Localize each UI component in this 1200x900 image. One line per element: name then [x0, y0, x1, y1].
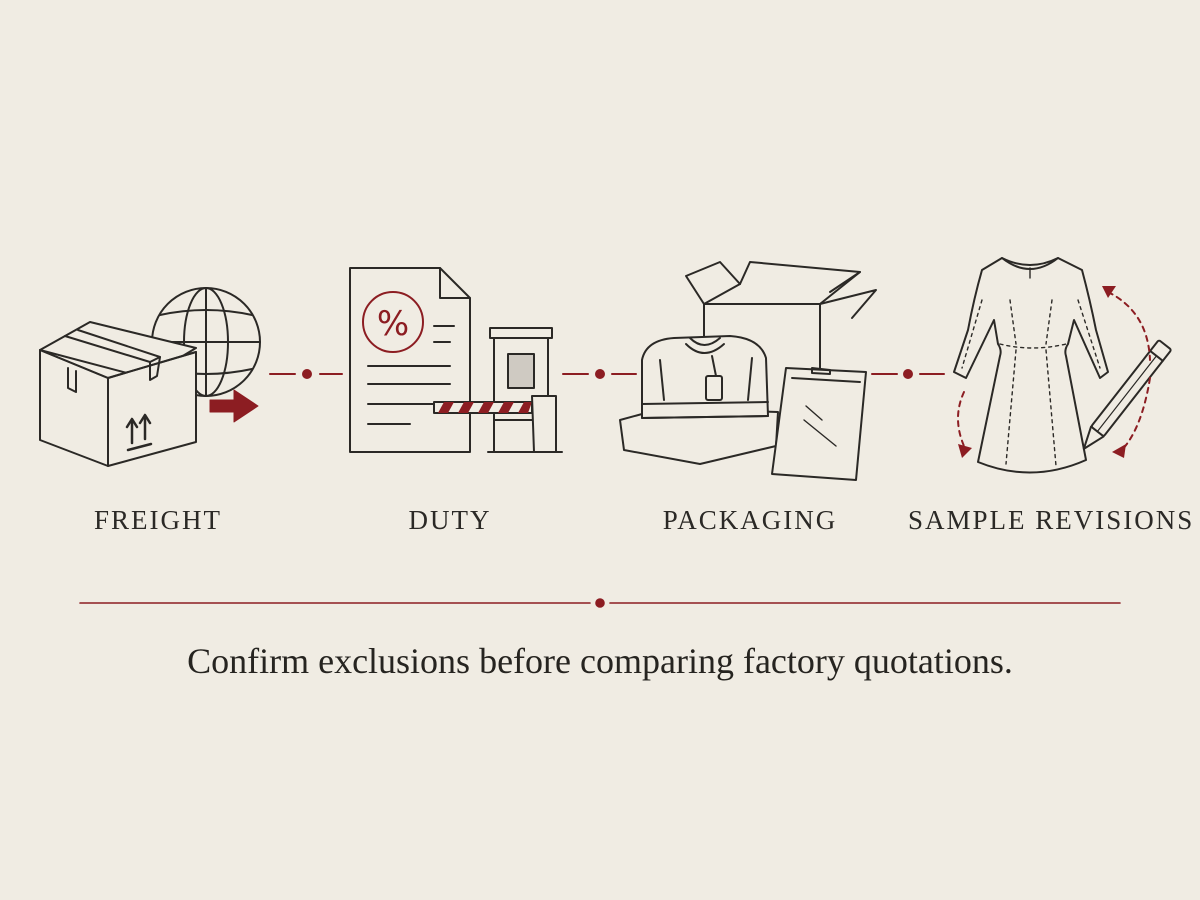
connector — [871, 369, 945, 379]
divider — [79, 598, 1121, 608]
box-garment-bag-icon — [619, 261, 877, 481]
box-globe-icon — [39, 287, 261, 467]
step-label-freight: FREIGHT — [94, 505, 222, 535]
document-customs-gate-icon: % — [349, 267, 563, 453]
connector — [562, 369, 637, 379]
step-label-packaging: PACKAGING — [662, 505, 838, 535]
svg-text:%: % — [377, 304, 409, 344]
step-label-sample-revisions: SAMPLE REVISIONS — [908, 505, 1195, 535]
step-label-duty: DUTY — [408, 505, 492, 535]
dress-pencil-icon — [953, 257, 1172, 474]
caption: Confirm exclusions before comparing fact… — [187, 641, 1013, 681]
connector — [269, 369, 343, 379]
